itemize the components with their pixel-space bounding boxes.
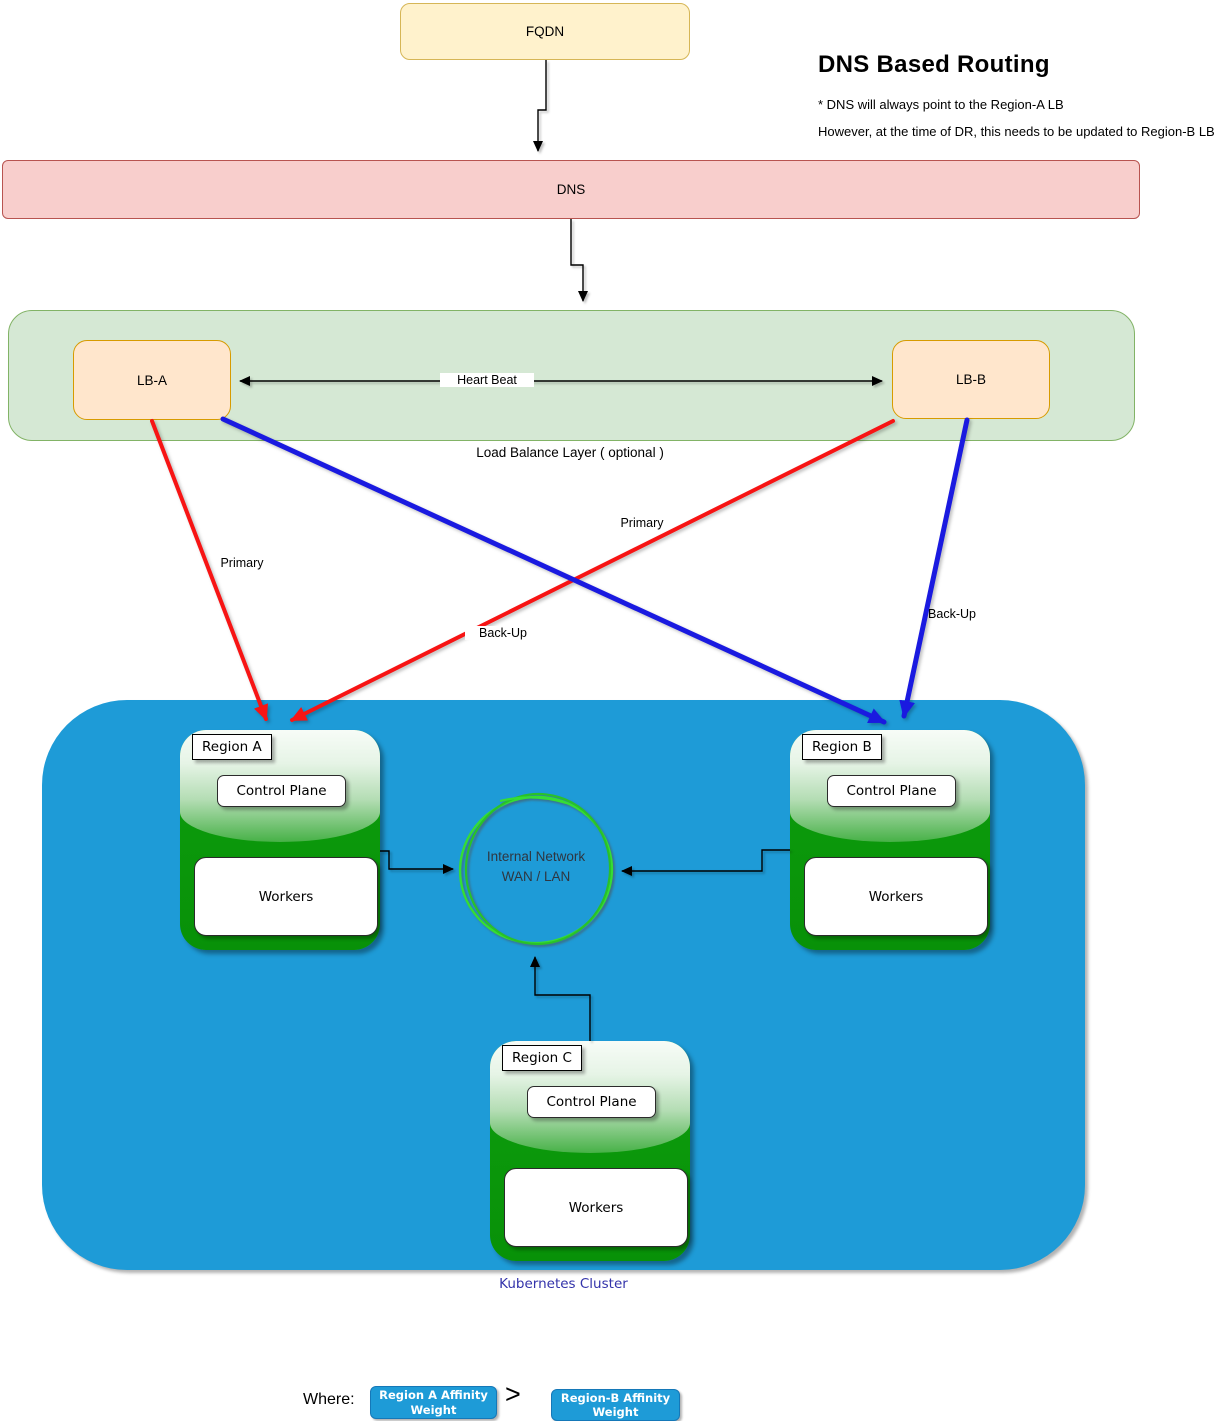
edge-lbb-backup-route (899, 417, 970, 719)
region-b-tag: Region B (802, 734, 882, 760)
note-dns-region-a: * DNS will always point to the Region-A … (818, 97, 1064, 112)
region-a-box: Region A Control Plane Workers (180, 730, 380, 950)
heartbeat-label: Heart Beat (440, 373, 534, 387)
lbb-backup-label: Back-Up (928, 607, 976, 621)
lba-backup-label: Back-Up (465, 626, 541, 640)
fqdn-node: FQDN (400, 3, 690, 60)
lbb-primary-label: Primary (620, 516, 664, 530)
internal-network-label: Internal Network WAN / LAN (456, 847, 616, 886)
legend-greater-than: > (505, 1379, 521, 1409)
page-title: DNS Based Routing (818, 51, 1050, 78)
region-b-workers: Workers (804, 857, 988, 936)
lba-primary-label: Primary (220, 556, 264, 570)
edge-lbb-primary-route (290, 419, 895, 722)
edge-lba-backup-route (220, 416, 887, 725)
region-c-control-plane: Control Plane (527, 1086, 656, 1118)
edge-lba-primary-route (150, 419, 269, 721)
note-dr-update: However, at the time of DR, this needs t… (818, 124, 1215, 139)
legend-where-label: Where: (303, 1391, 355, 1408)
legend-region-a-affinity-badge: Region A Affinity Weight (370, 1386, 497, 1419)
legend-region-b-affinity-badge: Region-B Affinity Weight (551, 1389, 680, 1421)
region-b-control-plane: Control Plane (827, 775, 956, 807)
lb-a-node: LB-A (73, 340, 231, 420)
region-c-workers: Workers (504, 1168, 688, 1247)
load-balance-layer-caption: Load Balance Layer ( optional ) (476, 445, 664, 460)
region-c-tag: Region C (502, 1045, 582, 1071)
kubernetes-cluster-caption: Kubernetes Cluster (499, 1276, 628, 1292)
region-a-tag: Region A (192, 734, 272, 760)
dns-node: DNS (2, 160, 1140, 219)
region-c-box: Region C Control Plane Workers (490, 1041, 690, 1261)
edge-dns-to-lb-layer (570, 219, 588, 302)
lb-b-node: LB-B (892, 340, 1050, 419)
edge-fqdn-to-dns (533, 60, 547, 152)
region-b-box: Region B Control Plane Workers (790, 730, 990, 950)
internal-network-line1: Internal Network (486, 849, 586, 864)
region-a-workers: Workers (194, 857, 378, 936)
region-a-control-plane: Control Plane (217, 775, 346, 807)
internal-network-line2: WAN / LAN (501, 868, 571, 884)
